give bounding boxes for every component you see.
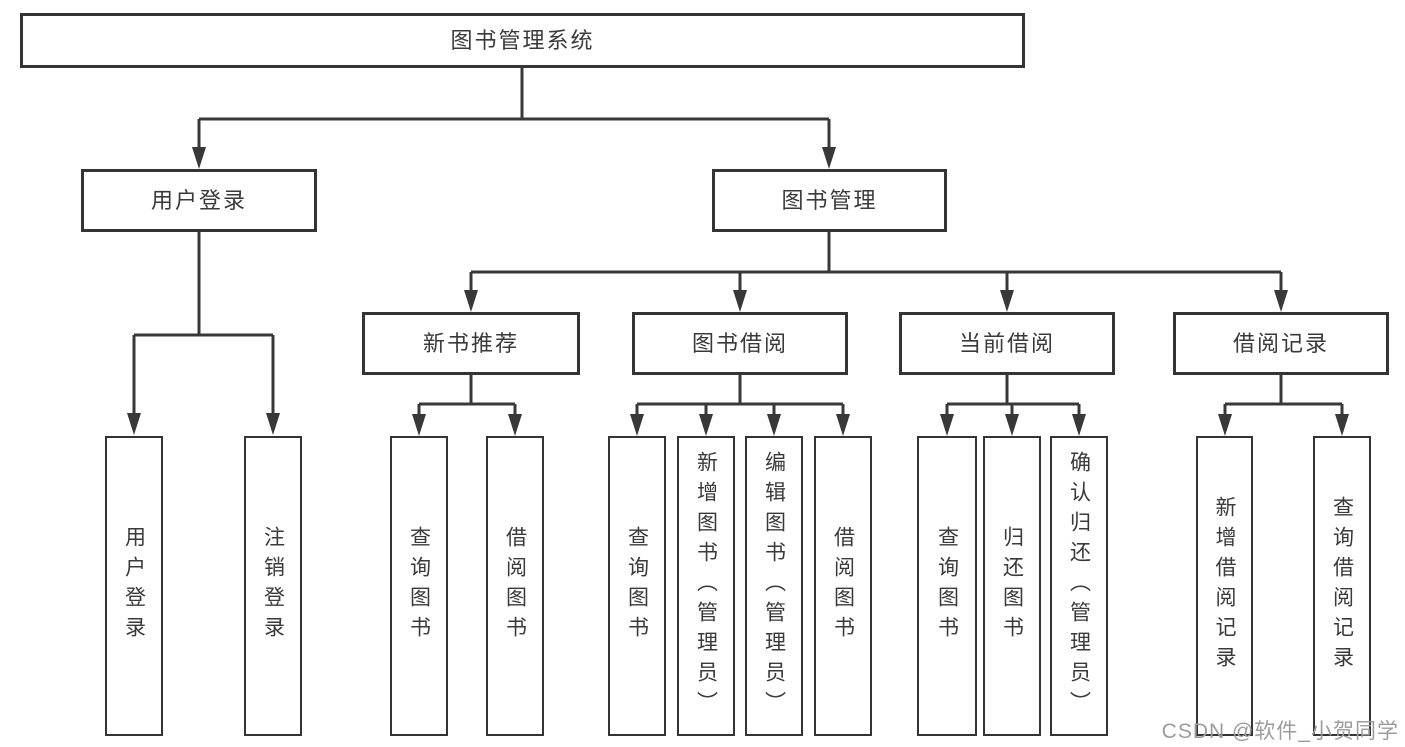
node-label: 确认归还（管理员） <box>1067 451 1091 721</box>
leaf-user-login: 用户登录 <box>105 436 163 736</box>
node-label: 借阅图书 <box>503 526 527 646</box>
leaf-logout: 注销登录 <box>244 436 302 736</box>
node-label: 图书管理 <box>781 187 878 213</box>
arrowheads <box>127 147 1349 436</box>
leaf-borrow-books-borrowing: 借阅图书 <box>814 436 872 736</box>
node-label: 查询图书 <box>625 526 649 646</box>
csdn-watermark: CSDN @软件_小贺同学 <box>1161 720 1399 743</box>
node-label: 新书推荐 <box>422 330 519 356</box>
leaf-query-books-borrowing: 查询图书 <box>608 436 666 736</box>
node-label: 新增借阅记录 <box>1213 496 1236 676</box>
node-label: 新增图书（管理员） <box>694 451 718 721</box>
leaf-add-books-admin: 新增图书（管理员） <box>677 436 735 736</box>
node-label: 注销登录 <box>261 526 285 646</box>
node-user-login: 用户登录 <box>81 169 317 232</box>
leaf-borrow-books-recommend: 借阅图书 <box>486 436 544 736</box>
node-label: 查询图书 <box>935 526 959 646</box>
node-label: 借阅记录 <box>1232 330 1329 356</box>
leaf-query-books-recommend: 查询图书 <box>390 436 448 736</box>
node-current-borrowing: 当前借阅 <box>899 312 1115 375</box>
node-label: 用户登录 <box>150 187 247 213</box>
leaf-return-books: 归还图书 <box>983 436 1041 736</box>
node-label: 编辑图书（管理员） <box>762 451 786 721</box>
leaf-query-borrow-record: 查询借阅记录 <box>1313 436 1371 736</box>
leaf-confirm-return-admin: 确认归还（管理员） <box>1050 436 1108 736</box>
leaf-edit-books-admin: 编辑图书（管理员） <box>745 436 803 736</box>
node-label: 图书借阅 <box>691 330 788 356</box>
node-label: 查询借阅记录 <box>1330 496 1354 676</box>
leaf-add-borrow-record: 新增借阅记录 <box>1196 436 1253 736</box>
node-label: 归还图书 <box>1000 526 1024 646</box>
node-label: 图书管理系统 <box>450 27 595 53</box>
node-book-borrowing: 图书借阅 <box>632 312 848 375</box>
node-label: 查询图书 <box>407 526 431 646</box>
node-book-management: 图书管理 <box>712 169 947 232</box>
node-borrowing-records: 借阅记录 <box>1173 312 1389 375</box>
node-label: 当前借阅 <box>958 330 1055 356</box>
leaf-query-books-current: 查询图书 <box>917 436 977 736</box>
node-library-management-system: 图书管理系统 <box>20 13 1025 68</box>
node-new-book-recommend: 新书推荐 <box>362 312 580 375</box>
node-label: 用户登录 <box>122 526 146 646</box>
node-label: 借阅图书 <box>831 526 855 646</box>
